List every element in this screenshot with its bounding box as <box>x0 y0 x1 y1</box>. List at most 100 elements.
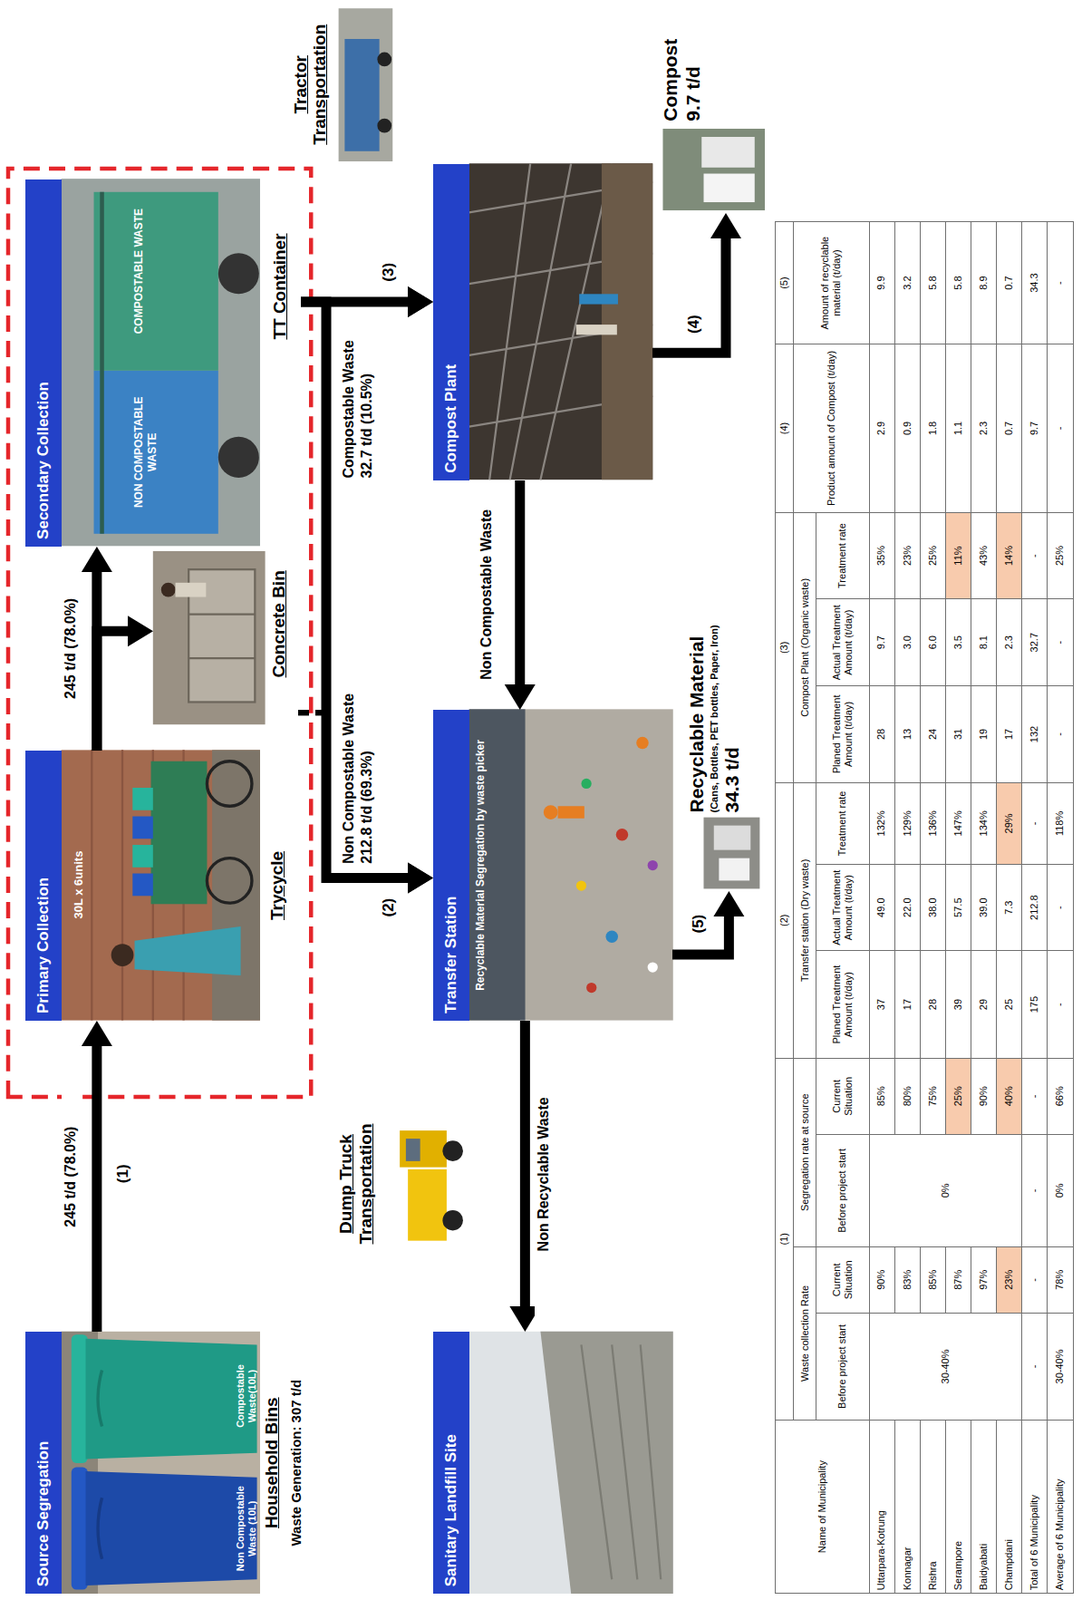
table-cell: 29 <box>971 950 997 1058</box>
diagram-node: Compost 9.7 t/d <box>650 19 765 213</box>
transfer-station-photo <box>647 961 658 972</box>
container-marking: NON COMPOSTABLE WASTE <box>132 377 159 526</box>
table-cell: Total of 6 Municipality <box>1022 1419 1048 1593</box>
photo-label: Trycycle <box>267 750 288 1021</box>
arrow-line <box>652 236 726 353</box>
section-header: Transfer Station <box>433 709 469 1021</box>
table-cell: Rishra <box>920 1419 947 1593</box>
flow-arrow <box>300 301 434 894</box>
diagram-node: Concrete Bin <box>153 551 299 725</box>
photo-label: Household Bins <box>261 1331 282 1594</box>
table-cell: Konnagar <box>895 1419 921 1593</box>
table-header-cell: Amount of recyclable material (t/day) <box>793 221 870 344</box>
compost-bags-photo <box>701 136 755 168</box>
callout-number: (2) <box>379 888 398 928</box>
table-cell: 134% <box>971 782 997 864</box>
table-cell: Champdani <box>996 1419 1023 1593</box>
arrow-line <box>96 630 130 751</box>
arrow-line <box>298 301 410 713</box>
table-cell: 97% <box>971 1246 997 1313</box>
table-cell: 132 <box>1022 685 1048 783</box>
photo-label: Dump Truck Transportation <box>336 1107 377 1261</box>
table-cell: 13 <box>895 685 921 783</box>
table-cell: 25% <box>920 512 947 599</box>
photo-overlay-text: Non Compostable Waste (10L) <box>234 1470 259 1585</box>
dashed-boundary <box>8 168 311 1097</box>
table-cell: 43% <box>971 512 997 599</box>
table-cell: - <box>1022 1312 1048 1420</box>
table-cell: 19 <box>971 685 997 783</box>
table-header-cell: Treatment rate <box>816 782 870 864</box>
table-cell: 83% <box>895 1246 921 1313</box>
tricycle-photo <box>206 858 252 904</box>
table-cell: 9.7 <box>1022 343 1048 513</box>
arrow-line <box>91 1043 102 1332</box>
callout-number: (1) <box>114 1152 133 1194</box>
flow-label: Non Recyclable Waste <box>534 1028 553 1320</box>
transfer-station-photo <box>586 982 597 993</box>
dump-truck-photo <box>382 1120 470 1248</box>
transfer-station-photo <box>576 879 587 890</box>
table-cell: 78% <box>1047 1246 1073 1313</box>
tricycle-photo <box>132 816 154 840</box>
arrow-head <box>127 615 154 647</box>
table-cell: 22.0 <box>895 863 921 951</box>
table-cell: 37 <box>869 950 896 1058</box>
dump-truck-photo <box>407 1168 447 1241</box>
section-header: Secondary Collection <box>25 179 61 547</box>
table-cell: 132% <box>869 782 896 864</box>
table-cell: 0.7 <box>996 221 1023 344</box>
table-header-cell: Actual Treatment Amount (t/day) <box>816 598 870 686</box>
landfill-photo <box>540 1331 673 1594</box>
section-header: Sanitary Landfill Site <box>433 1331 469 1594</box>
table-cell: - <box>1047 863 1073 951</box>
section-header: Primary Collection <box>25 750 61 1021</box>
table-cell: 2.3 <box>971 343 997 513</box>
table-header-cell: Current Situation <box>816 1246 870 1313</box>
table-cell: Uttarpara-Kotrung <box>869 1419 896 1593</box>
table-cell: 29% <box>996 782 1023 864</box>
table-header-cell: Planed Treatment Amount (t/day) <box>816 950 870 1058</box>
table-header-cell: Planed Treatment Amount (t/day) <box>816 685 870 783</box>
flow-label: Compostable Waste 32.7 t/d (10.5%) <box>339 324 377 479</box>
compost-bags-photo <box>703 173 754 203</box>
table-cell: 25% <box>946 1057 972 1134</box>
compost-plant-photo <box>601 163 653 480</box>
table-cell: 9.7 <box>869 598 896 686</box>
table-cell: 39 <box>946 950 972 1058</box>
table-cell: 31 <box>946 685 972 783</box>
table-cell: - <box>1047 598 1073 686</box>
table-cell: 30-40% <box>869 1312 1024 1420</box>
diagram-node: Recyclable Material(Cans, Bottles, PET b… <box>685 574 744 891</box>
table-header-cell: Name of Municipality <box>775 1419 870 1593</box>
tricycle-photo <box>132 787 154 811</box>
dump-truck-photo <box>382 1120 470 1248</box>
table-cell: 9.9 <box>869 221 896 344</box>
dump-truck-photo <box>442 1209 464 1231</box>
table-cell: 118% <box>1047 782 1073 864</box>
dump-truck-photo <box>399 1130 447 1168</box>
bins-photo <box>86 1338 258 1459</box>
diagram-node: Dump Truck Transportation <box>336 1107 469 1261</box>
arrow-head <box>407 286 434 318</box>
diagram-node: Transfer StationRecyclable Material Segr… <box>433 709 673 1021</box>
compost-bags-photo <box>662 128 765 211</box>
table-cell: 38.0 <box>920 863 947 951</box>
tricycle-photo <box>61 749 261 1020</box>
flow-arrow <box>96 615 154 751</box>
table-cell: 23% <box>996 1246 1023 1313</box>
table-cell: Serampore <box>946 1419 972 1593</box>
table-header-cell: (1) <box>775 1057 794 1420</box>
concrete-bin-photo <box>161 582 176 598</box>
table-cell: 0.9 <box>895 343 921 513</box>
compost-plant-photo <box>469 163 654 480</box>
table-cell: - <box>1047 950 1073 1058</box>
table-header-cell: Before project start <box>816 1133 870 1247</box>
transfer-station-photo <box>647 859 658 870</box>
table-cell: - <box>1047 221 1073 344</box>
table-header-cell: Treatment rate <box>816 512 870 599</box>
dump-truck-photo <box>405 1138 421 1161</box>
flow-label: 245 t/d (78.0%) <box>61 1049 80 1305</box>
table-cell: 90% <box>869 1246 896 1313</box>
table-cell: 17 <box>895 950 921 1058</box>
